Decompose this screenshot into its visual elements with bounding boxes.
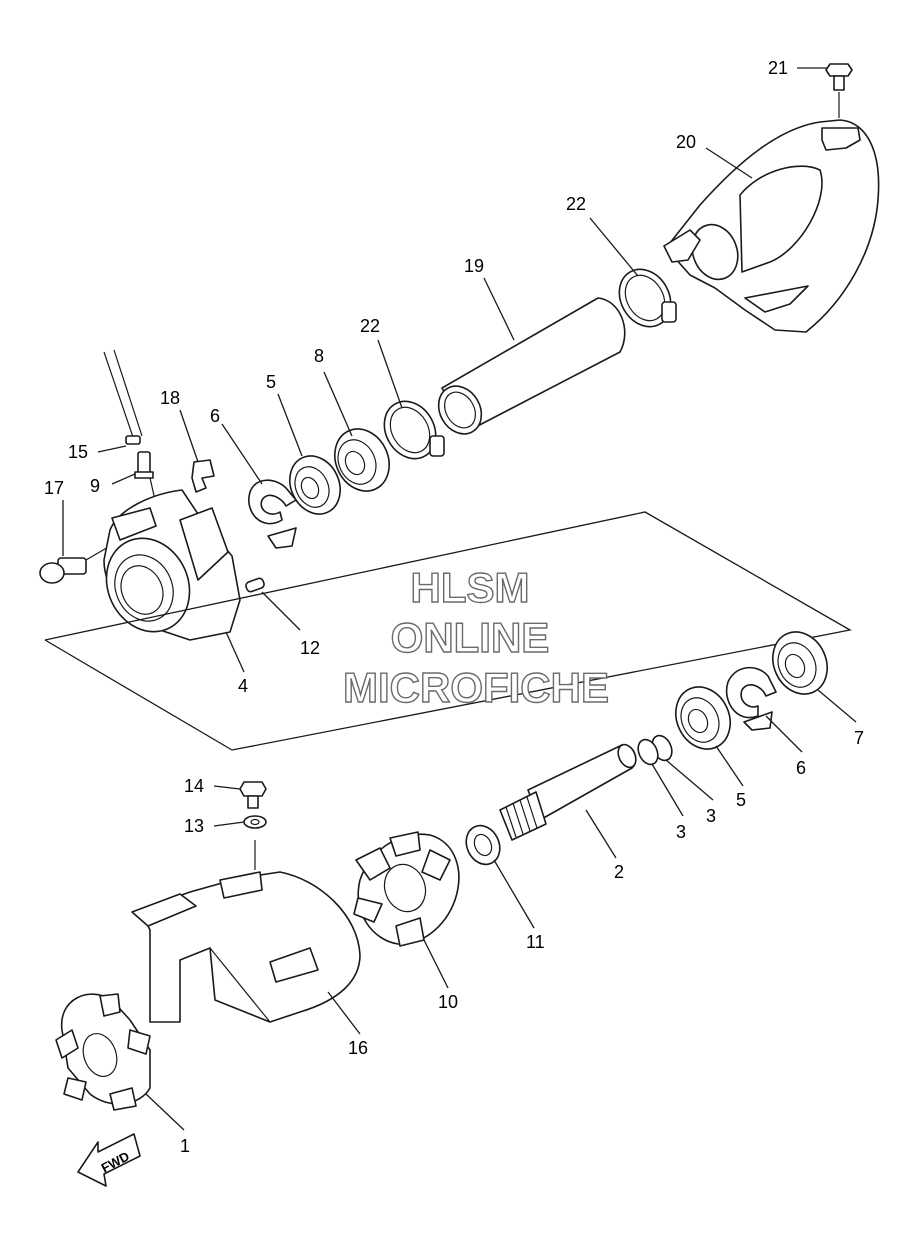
callout-10: 10 xyxy=(438,992,458,1012)
part-6-circlip-lower[interactable] xyxy=(725,666,777,731)
part-9-nipple[interactable] xyxy=(134,451,156,501)
callout-22-lower: 22 xyxy=(360,316,380,336)
callout-3-right: 3 xyxy=(706,806,716,826)
part-20-nozzle[interactable] xyxy=(663,119,880,333)
callout-12: 12 xyxy=(300,638,320,658)
part-16-bracket[interactable] xyxy=(131,871,361,1023)
callout-20: 20 xyxy=(676,132,696,152)
part-19-hose[interactable] xyxy=(430,297,626,442)
callout-18: 18 xyxy=(160,388,180,408)
callout-15: 15 xyxy=(68,442,88,462)
part-5-bearing-upper[interactable] xyxy=(281,448,350,523)
part-17-bolt[interactable] xyxy=(39,545,111,584)
part-6-circlip-upper[interactable] xyxy=(248,479,297,549)
callout-9: 9 xyxy=(90,476,100,496)
part-4-housing[interactable] xyxy=(91,489,241,645)
part-1-damper[interactable] xyxy=(55,993,151,1111)
part-3-orings[interactable] xyxy=(634,732,675,767)
callout-19: 19 xyxy=(464,256,484,276)
callout-14: 14 xyxy=(184,776,204,796)
callout-5-lower: 5 xyxy=(736,790,746,810)
callout-5-upper: 5 xyxy=(266,372,276,392)
callout-7: 7 xyxy=(854,728,864,748)
callout-16: 16 xyxy=(348,1038,368,1058)
part-8-bearing[interactable] xyxy=(325,420,399,500)
leader-lines xyxy=(62,67,857,1131)
part-10-coupler[interactable] xyxy=(353,831,460,947)
part-14-bolt[interactable] xyxy=(239,781,267,809)
callout-4: 4 xyxy=(238,676,248,696)
part-15-fitting[interactable] xyxy=(103,349,143,445)
callout-22-upper: 22 xyxy=(566,194,586,214)
part-18-plate[interactable] xyxy=(191,459,215,493)
callout-21: 21 xyxy=(768,58,788,78)
watermark-line-1: HLSM xyxy=(411,564,530,611)
watermark-line-2: ONLINE xyxy=(391,614,550,661)
callout-8: 8 xyxy=(314,346,324,366)
subassembly-outline xyxy=(44,511,852,751)
watermark-line-3: MICROFICHE xyxy=(343,664,609,711)
part-2-shaft[interactable] xyxy=(499,742,639,841)
callout-1: 1 xyxy=(180,1136,190,1156)
callout-6-lower: 6 xyxy=(796,758,806,778)
callout-13: 13 xyxy=(184,816,204,836)
callout-labels: 21 20 22 19 22 8 5 6 18 15 9 17 12 4 7 6… xyxy=(44,58,864,1156)
part-12-pin[interactable] xyxy=(245,577,265,593)
callout-6-upper: 6 xyxy=(210,406,220,426)
callout-2: 2 xyxy=(614,862,624,882)
part-21-bolt[interactable] xyxy=(825,63,853,118)
part-7-bearing[interactable] xyxy=(763,623,837,703)
callout-3-left: 3 xyxy=(676,822,686,842)
part-22-clamp-upper[interactable] xyxy=(609,260,681,336)
part-22-clamp-lower[interactable] xyxy=(374,392,446,468)
part-13-washer[interactable] xyxy=(243,815,267,870)
part-11-washer[interactable] xyxy=(460,820,506,870)
fwd-arrow-icon: FWD xyxy=(77,1133,141,1187)
watermark: HLSM ONLINE MICROFICHE xyxy=(342,563,609,711)
callout-11: 11 xyxy=(526,932,545,952)
callout-17: 17 xyxy=(44,478,64,498)
